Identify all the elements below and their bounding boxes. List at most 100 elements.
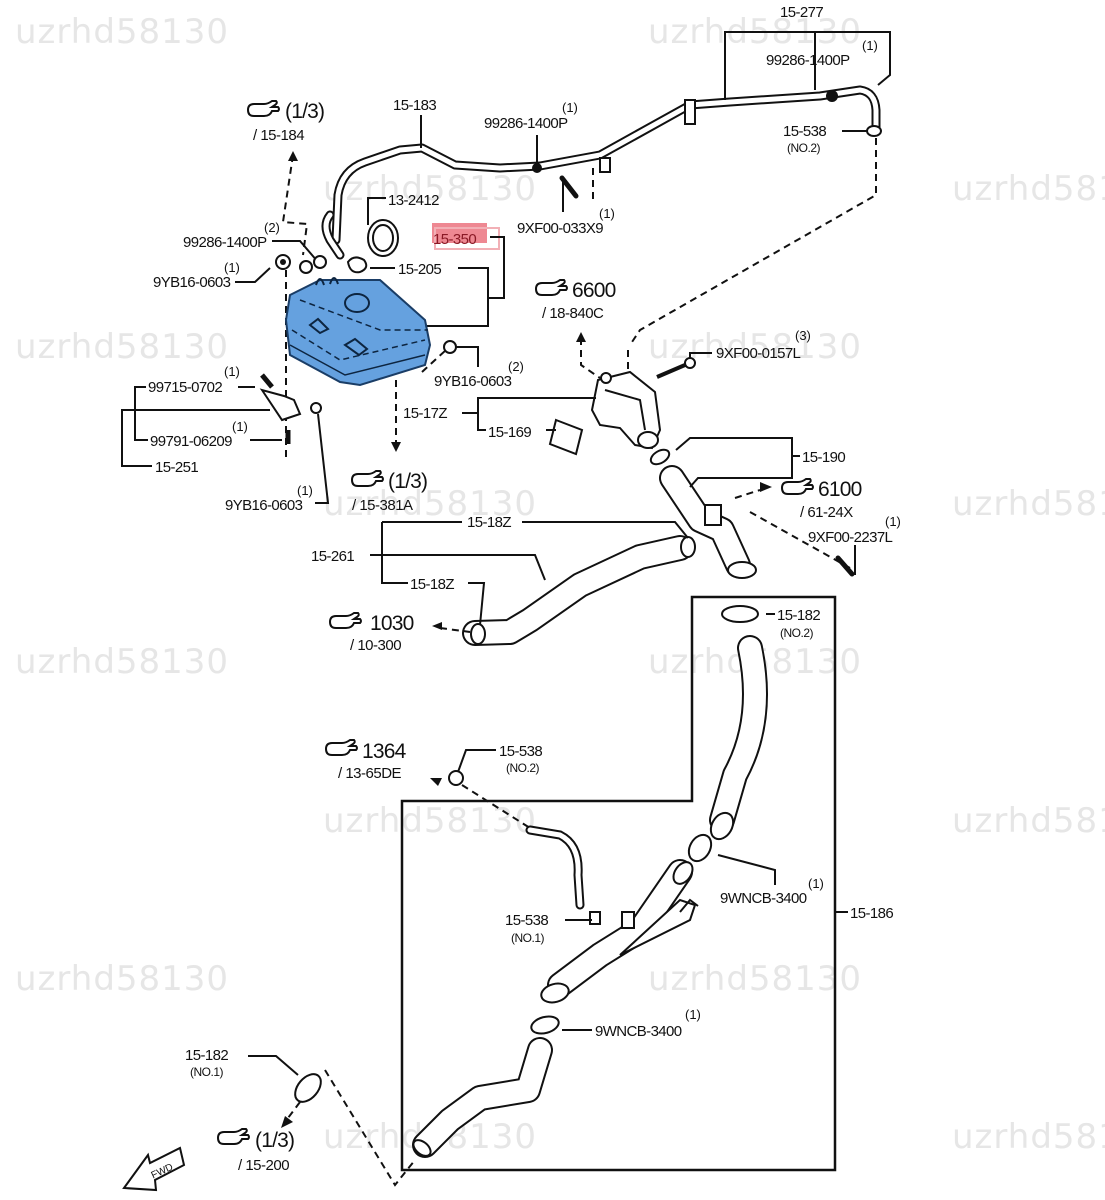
callout-15-277: 15-277 (1) 99286-1400P	[724, 4, 891, 100]
watermark: uzrhd58130	[323, 801, 537, 841]
tank-body-highlight	[284, 279, 432, 387]
watermark: uzrhd58130	[323, 169, 537, 209]
reference-target: / 10-300	[350, 637, 401, 654]
part-label[interactable]: 15-186	[850, 905, 894, 922]
reference-target: / 18-840C	[542, 305, 604, 322]
watermark: uzrhd58130	[15, 642, 229, 682]
callout-9xf00-0157l: (3) 9XF00-0157L	[689, 328, 811, 362]
frame-15-186: 15-186	[400, 595, 894, 1172]
watermark: uzrhd58130	[952, 1117, 1105, 1157]
sub-label: (NO.1)	[190, 1065, 224, 1079]
reference-13-65de[interactable]: 1364 / 13-65DE	[325, 739, 442, 786]
qty-label: (2)	[264, 220, 280, 235]
watermark: uzrhd58130	[15, 12, 229, 52]
callout-15-538-no1: 15-538 (NO.1)	[505, 912, 592, 945]
part-label[interactable]: 15-538	[499, 743, 543, 760]
part-label[interactable]: 15-182	[777, 607, 821, 624]
part-label[interactable]: 9XF00-0157L	[716, 345, 801, 362]
part-label[interactable]: 9XF00-033X9	[517, 220, 604, 237]
part-label[interactable]: 15-538	[505, 912, 549, 929]
reference-page: (1/3)	[388, 470, 427, 493]
callout-9wncb-lower: (1) 9WNCB-3400	[562, 1007, 701, 1040]
coolant-reservoir-tank[interactable]	[284, 277, 432, 387]
callout-15-350[interactable]: 15-350	[425, 223, 505, 327]
qty-label: (1)	[224, 260, 240, 275]
part-label[interactable]: 15-277	[780, 4, 824, 21]
part-label[interactable]: 15-18Z	[467, 514, 512, 531]
reference-15-200[interactable]: (1/3) / 15-200	[217, 1128, 295, 1174]
reference-target: / 15-200	[238, 1157, 289, 1174]
watermark: uzrhd58130	[952, 801, 1105, 841]
callout-15-190: 15-190	[649, 437, 846, 579]
hand-pointer-icon	[535, 279, 568, 296]
part-label[interactable]: 15-205	[398, 261, 442, 278]
gasket-15-169	[548, 418, 584, 456]
callout-99286-top: (1) 99286-1400P	[484, 100, 578, 165]
qty-label: (1)	[862, 38, 878, 53]
callout-9yb16-right: (2) 9YB16-0603	[421, 340, 524, 390]
radiator-hose-lower	[412, 1015, 560, 1158]
part-label[interactable]: 99286-1400P	[183, 234, 268, 251]
qty-label: (3)	[795, 328, 811, 343]
reference-18-840c[interactable]: 6600 / 18-840C	[535, 279, 616, 379]
part-label[interactable]: 15-18Z	[410, 576, 455, 593]
sub-label: (NO.1)	[511, 931, 545, 945]
callout-15-538-middle: 15-538 (NO.2)	[448, 743, 543, 829]
callout-9xf00-2237l: (1) 9XF00-2237L	[749, 511, 901, 577]
callout-13-2412: 13-2412	[367, 192, 440, 257]
watermark: uzrhd58130	[648, 959, 862, 999]
hand-pointer-icon	[329, 612, 362, 629]
reference-page: 1030	[370, 612, 414, 635]
part-label[interactable]: 9WNCB-3400	[595, 1023, 682, 1040]
reference-target: / 15-381A	[352, 497, 413, 514]
callout-9wncb-upper: (1) 9WNCB-3400	[717, 854, 824, 907]
part-label[interactable]: 9XF00-2237L	[808, 529, 893, 546]
fwd-arrow-icon: FWD	[122, 1146, 186, 1192]
reference-page: 6100	[818, 478, 862, 501]
callout-15-17z: 15-17Z 15-169	[403, 397, 596, 456]
reference-page: (1/3)	[285, 100, 324, 123]
callout-15-261: 15-18Z 15-261 15-18Z	[311, 514, 696, 646]
hand-pointer-icon	[217, 1128, 250, 1145]
water-pipe-15-186	[525, 825, 699, 1004]
part-label[interactable]: 9WNCB-3400	[720, 890, 807, 907]
part-label[interactable]: 15-17Z	[403, 405, 448, 422]
part-label[interactable]: 9YB16-0603	[434, 373, 512, 390]
overflow-pipe	[321, 85, 882, 260]
part-label[interactable]: 13-2412	[388, 192, 440, 209]
part-label[interactable]: 99286-1400P	[766, 52, 851, 69]
water-outlet-housing	[590, 350, 696, 450]
reference-10-300[interactable]: 1030 / 10-300	[329, 612, 471, 654]
part-label[interactable]: 99715-0702	[148, 379, 223, 396]
reference-15-381a[interactable]: (1/3) / 15-381A	[351, 380, 428, 514]
watermark: uzrhd58130	[952, 169, 1105, 209]
part-label[interactable]: 15-182	[185, 1047, 229, 1064]
reference-target: / 61-24X	[800, 504, 853, 521]
part-label[interactable]: 15-183	[393, 97, 437, 114]
qty-label: (1)	[599, 206, 615, 221]
qty-label: (1)	[685, 1007, 701, 1022]
qty-label: (1)	[885, 514, 901, 529]
part-label[interactable]: 99791-06209	[150, 433, 233, 450]
part-label[interactable]: 15-190	[802, 449, 846, 466]
qty-label: (1)	[808, 876, 824, 891]
part-label[interactable]: 9YB16-0603	[225, 497, 303, 514]
radiator-hose-upper: 15-182 (NO.2)	[687, 605, 821, 863]
reference-61-24x[interactable]: 6100 / 61-24X	[734, 478, 862, 521]
hand-pointer-icon	[247, 100, 280, 117]
reference-page: 1364	[362, 740, 407, 763]
part-label[interactable]: 15-251	[155, 459, 199, 476]
callout-9yb16-lower-left: (1) 9YB16-0603	[225, 413, 330, 514]
part-label[interactable]: 9YB16-0603	[153, 274, 231, 291]
reference-15-184[interactable]: (1/3) / 15-184	[247, 100, 325, 256]
part-label[interactable]: 15-169	[488, 424, 532, 441]
highlight-outline	[434, 227, 500, 250]
part-label[interactable]: 99286-1400P	[484, 115, 569, 132]
part-label[interactable]: 15-538	[783, 123, 827, 140]
qty-label: (1)	[297, 483, 313, 498]
part-label[interactable]: 15-261	[311, 548, 355, 565]
watermark: uzrhd58130	[15, 959, 229, 999]
callout-9yb16-upper-left: (1) 9YB16-0603	[153, 254, 291, 460]
part-label-highlighted[interactable]: 15-350	[433, 231, 477, 248]
